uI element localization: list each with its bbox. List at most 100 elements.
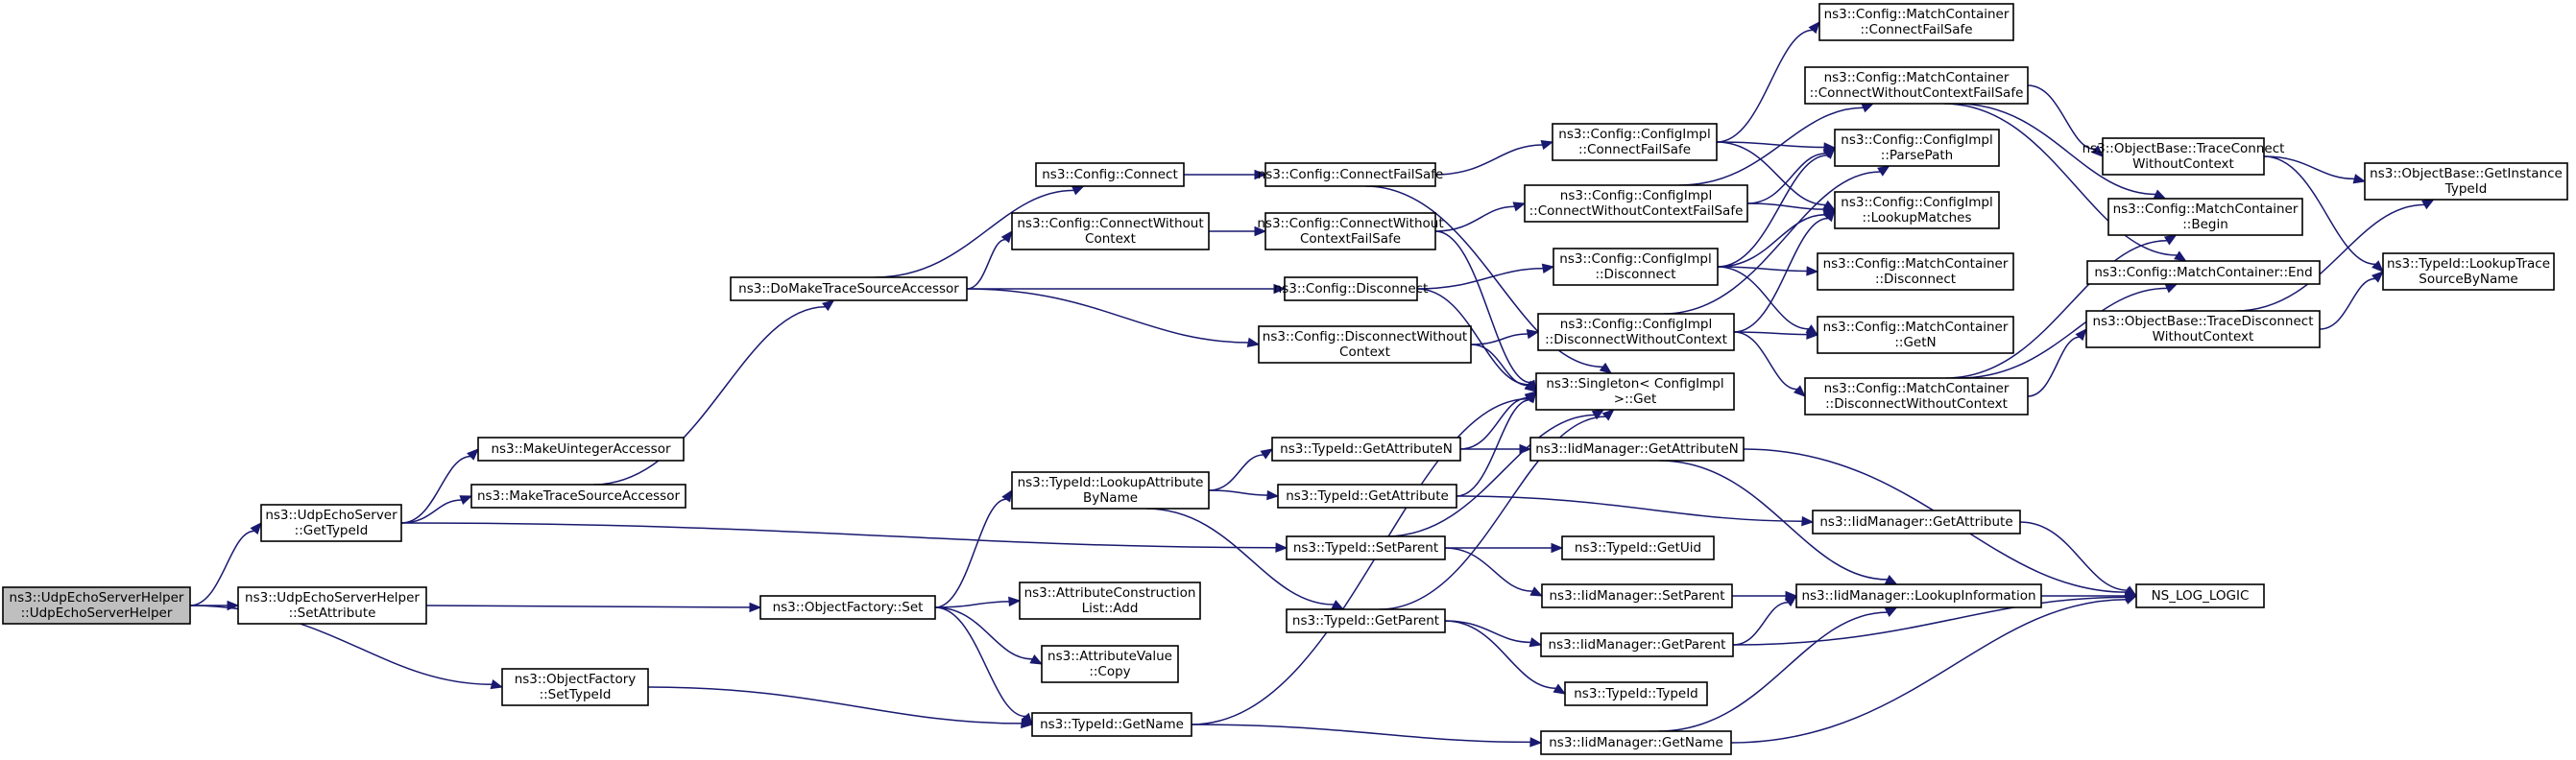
- node-cfg-connect[interactable]: ns3::Config::Connect: [1035, 162, 1185, 187]
- node-of-set-type-id[interactable]: ns3::ObjectFactory::SetTypeId: [501, 668, 649, 706]
- node-impl-disconnect[interactable]: ns3::Config::ConfigImpl::Disconnect: [1553, 248, 1719, 286]
- node-mc-get-n[interactable]: ns3::Config::MatchContainer::GetN: [1817, 316, 2014, 354]
- node-label: ns3::UdpEchoServerHelper: [10, 590, 184, 606]
- arrowhead: [1266, 489, 1280, 501]
- edge-impl-disconnect-wc-to-impl-lookup-matches: [1733, 217, 1829, 333]
- node-box: [759, 595, 936, 620]
- node-cfg-disconnect[interactable]: ns3::Config::Disconnect: [1274, 276, 1429, 301]
- node-mc-connect-fs[interactable]: ns3::Config::MatchContainer::ConnectFail…: [1818, 3, 2014, 41]
- node-iid-get-attr-n[interactable]: ns3::IidManager::GetAttributeN: [1529, 437, 1745, 462]
- node-tid-get-attr[interactable]: ns3::TypeId::GetAttribute: [1277, 484, 1457, 509]
- edge-impl-disconnect-wc-to-mc-get-n: [1733, 331, 1808, 336]
- edge-tid-set-parent-to-singleton-get: [1385, 414, 1595, 537]
- node-ob-trace-disconnect-wc[interactable]: ns3::ObjectBase::TraceDisconnectWithoutC…: [2085, 310, 2321, 348]
- edge-impl-disconnect-wc-to-impl-parse-path: [1663, 171, 1881, 315]
- node-box: [1540, 730, 1732, 755]
- edge-mc-disconnect-wc-to-mc-end: [1959, 287, 2168, 379]
- node-iid-get-name[interactable]: ns3::IidManager::GetName: [1540, 730, 1732, 755]
- edge-mc-connect-wcfs-to-mc-end: [1944, 103, 2178, 256]
- node-impl-lookup-matches[interactable]: ns3::Config::ConfigImpl::LookupMatches: [1834, 191, 2000, 229]
- node-iid-set-parent[interactable]: ns3::IidManager::SetParent: [1541, 583, 1733, 608]
- node-ob-trace-connect-wc[interactable]: ns3::ObjectBase::TraceConnectWithoutCont…: [2082, 137, 2285, 176]
- node-av-copy[interactable]: ns3::AttributeValue::Copy: [1041, 645, 1179, 683]
- node-box: [1271, 437, 1461, 462]
- node-impl-disconnect-wc[interactable]: ns3::Config::ConfigImpl::DisconnectWitho…: [1537, 313, 1735, 351]
- node-label: ns3::Config::MatchContainer::End: [2094, 265, 2312, 280]
- arrowhead: [1525, 390, 1537, 404]
- arrowhead: [1008, 596, 1022, 607]
- node-mc-end[interactable]: ns3::Config::MatchContainer::End: [2086, 260, 2321, 285]
- edge-impl-disconnect-to-mc-get-n: [1717, 266, 1809, 330]
- node-mc-connect-wcfs[interactable]: ns3::Config::MatchContainer::ConnectWith…: [1804, 66, 2029, 105]
- edge-tid-get-parent-to-singleton-get: [1379, 416, 1606, 610]
- arrowhead: [2352, 174, 2367, 184]
- node-tid-get-attr-n[interactable]: ns3::TypeId::GetAttributeN: [1271, 437, 1461, 462]
- node-label: ns3::IidManager::GetName: [1549, 735, 1723, 750]
- node-label: ::ConnectFailSafe: [1860, 22, 1972, 37]
- node-ns-log-logic[interactable]: NS_LOG_LOGIC: [2135, 583, 2265, 608]
- edge-of-set-to-av-copy: [934, 606, 1033, 660]
- node-echo-get-type-id[interactable]: ns3::UdpEchoServer::GetTypeId: [260, 504, 402, 542]
- node-label: ns3::Config::Connect: [1042, 167, 1178, 182]
- arrowhead: [1861, 103, 1875, 113]
- node-cfg-connect-wcfs[interactable]: ns3::Config::ConnectWithoutContextFailSa…: [1257, 212, 1444, 250]
- node-label: ns3::Config::ConfigImpl: [1560, 188, 1712, 203]
- node-cfg-connect-fs[interactable]: ns3::Config::ConnectFailSafe: [1258, 162, 1444, 187]
- node-mc-disconnect-wc[interactable]: ns3::Config::MatchContainer::DisconnectW…: [1804, 377, 2029, 416]
- node-mc-disconnect[interactable]: ns3::Config::MatchContainer::Disconnect: [1817, 252, 2014, 291]
- node-label: ns3::Config::ConfigImpl: [1558, 127, 1710, 142]
- node-do-make[interactable]: ns3::DoMakeTraceSourceAccessor: [730, 276, 968, 301]
- edges-layer: [189, 20, 2435, 748]
- node-make-uint[interactable]: ns3::MakeUintegerAccessor: [477, 437, 685, 462]
- node-impl-connect-wcfs[interactable]: ns3::Config::ConfigImpl::ConnectWithoutC…: [1524, 184, 1748, 223]
- node-box: [1264, 162, 1436, 187]
- node-label: ns3::Config::ConfigImpl: [1841, 132, 1992, 148]
- node-cfg-disconnect-wc[interactable]: ns3::Config::DisconnectWithoutContext: [1258, 325, 1472, 364]
- arrowhead: [1524, 381, 1538, 392]
- edge-echo-get-type-id-to-tid-set-parent: [400, 522, 1277, 549]
- node-root[interactable]: ns3::UdpEchoServerHelper::UdpEchoServerH…: [2, 586, 191, 625]
- arrowhead: [1599, 362, 1613, 374]
- node-label: ns3::TypeId::GetUid: [1575, 540, 1701, 556]
- edge-tid-get-attr-to-singleton-get: [1456, 399, 1530, 497]
- node-tid-set-parent[interactable]: ns3::TypeId::SetParent: [1286, 535, 1446, 560]
- edge-tid-set-parent-to-iid-set-parent: [1444, 547, 1533, 592]
- node-iid-lookup-info[interactable]: ns3::IidManager::LookupInformation: [1795, 583, 2042, 608]
- node-label: WithoutContext: [2153, 329, 2254, 344]
- edge-impl-connect-wcfs-to-impl-lookup-matches: [1746, 202, 1825, 210]
- edge-of-set-type-id-to-tid-get-name: [647, 686, 1023, 724]
- node-cfg-connect-wc[interactable]: ns3::Config::ConnectWithoutContext: [1011, 212, 1210, 250]
- node-box: [2364, 162, 2568, 201]
- edge-iid-get-attr-n-to-iid-lookup-info: [1659, 460, 1888, 581]
- node-tid-type-id[interactable]: ns3::TypeId::TypeId: [1564, 681, 1708, 706]
- node-impl-parse-path[interactable]: ns3::Config::ConfigImpl::ParsePath: [1834, 129, 2000, 167]
- node-box: [1553, 248, 1719, 286]
- edge-impl-connect-fs-to-mc-connect-fs: [1716, 29, 1813, 143]
- node-tid-get-uid[interactable]: ns3::TypeId::GetUid: [1561, 535, 1715, 560]
- node-mc-begin[interactable]: ns3::Config::MatchContainer::Begin: [2107, 198, 2303, 236]
- arrowhead: [1260, 448, 1274, 460]
- node-impl-connect-fs[interactable]: ns3::Config::ConfigImpl::ConnectFailSafe: [1552, 123, 1718, 161]
- arrowhead: [250, 521, 262, 535]
- node-box: [1535, 372, 1735, 411]
- node-iid-get-attr[interactable]: ns3::IidManager::GetAttribute: [1812, 510, 2021, 534]
- node-label: ::Disconnect: [1875, 272, 1956, 287]
- node-tid-get-parent[interactable]: ns3::TypeId::GetParent: [1286, 608, 1446, 633]
- node-label: ns3::Config::MatchContainer: [2113, 202, 2299, 217]
- node-label: ::LookupMatches: [1863, 210, 1972, 226]
- node-iid-get-parent[interactable]: ns3::IidManager::GetParent: [1540, 632, 1734, 657]
- node-of-set[interactable]: ns3::ObjectFactory::Set: [759, 595, 936, 620]
- arrowhead: [2164, 283, 2179, 294]
- node-singleton-get[interactable]: ns3::Singleton< ConfigImpl >::Get: [1535, 372, 1735, 411]
- node-tid-get-name[interactable]: ns3::TypeId::GetName: [1031, 712, 1192, 737]
- arrowhead: [1001, 488, 1013, 503]
- arrowhead: [1254, 169, 1267, 180]
- node-echo-set-attribute[interactable]: ns3::UdpEchoServerHelper::SetAttribute: [237, 586, 427, 625]
- arrowhead: [2371, 260, 2384, 273]
- node-make-trace[interactable]: ns3::MakeTraceSourceAccessor: [470, 484, 686, 509]
